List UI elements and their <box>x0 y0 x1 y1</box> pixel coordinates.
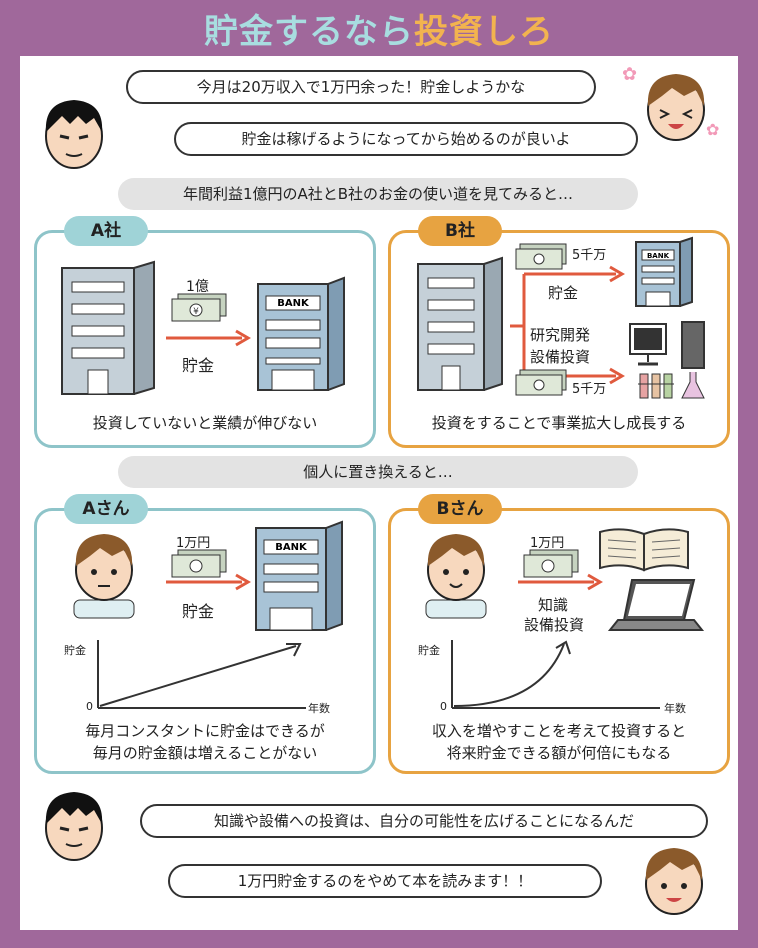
label-saving-b: 貯金 <box>548 284 579 302</box>
person-a-tab: Aさん <box>64 494 148 524</box>
linear-growth-graph <box>97 640 306 709</box>
label-equipment-investment: 設備投資 <box>524 616 585 634</box>
company-a-tab: A社 <box>64 216 148 246</box>
arrow-label-saving: 貯金 <box>182 602 215 621</box>
speech-bubble-mentor: 知識や設備への投資は、自分の可能性を広げることになるんだ <box>140 804 708 838</box>
company-a-caption: 投資していないと業績が伸びない <box>92 414 318 432</box>
man-face-icon <box>45 792 103 861</box>
arrow-label-saving: 貯金 <box>182 356 215 375</box>
money-amount-person-a: 1万円 <box>176 536 211 551</box>
exponential-growth-graph <box>451 640 660 709</box>
arrow-icon <box>166 329 251 347</box>
label-knowledge: 知識 <box>538 596 569 614</box>
section-header-companies: 年間利益1億円のA社とB社のお金の使い道を見てみると… <box>118 178 638 210</box>
person-b-tab: Bさん <box>418 494 502 524</box>
bank-sign: BANK <box>646 252 670 260</box>
boy-face-icon <box>425 534 487 619</box>
person-a-caption-2: 毎月の貯金額は増えることがない <box>92 744 318 762</box>
office-building-icon <box>417 256 503 391</box>
title-part-saving: 貯金するなら <box>204 12 414 52</box>
money-amount-a: 1億 <box>186 279 209 295</box>
arrow-icon <box>518 573 603 591</box>
man-face-icon <box>45 100 103 169</box>
bank-sign: BANK <box>277 298 309 309</box>
bank-building-icon <box>255 520 343 631</box>
graph-x-label: 年数 <box>308 702 330 715</box>
bank-building-icon <box>635 236 693 307</box>
money-amount-person-b: 1万円 <box>530 536 565 551</box>
label-rnd: 研究開発 <box>530 326 591 344</box>
company-b-tab: B社 <box>418 216 502 246</box>
boy-face-icon <box>645 848 703 915</box>
title-part-invest: 投資しろ <box>414 12 554 52</box>
banknote-icon <box>515 369 567 396</box>
banknote-icon <box>515 243 567 270</box>
speech-bubble-young-man: 今月は20万収入で1万円余った！貯金しようかな <box>126 70 596 104</box>
speech-bubble-young-man: 1万円貯金するのをやめて本を読みます！！ <box>168 864 602 898</box>
page-title: 貯金するなら投資しろ <box>0 4 758 53</box>
svg-text:¥: ¥ <box>193 307 199 317</box>
section-header-individuals: 個人に置き換えると… <box>118 456 638 488</box>
company-b-caption: 投資をすることで事業拡大し成長する <box>431 414 687 432</box>
banknote-icon: ¥ <box>171 293 227 322</box>
boy-face-icon <box>73 534 135 619</box>
graph-origin: 0 <box>440 700 447 713</box>
banknote-icon <box>523 549 579 578</box>
money-amount-b-bottom: 5千万 <box>572 382 607 397</box>
open-book-icon <box>599 528 689 572</box>
branch-arrow-icon <box>510 265 625 385</box>
arrow-icon <box>166 573 251 591</box>
bank-building-icon <box>257 276 345 391</box>
graph-x-label: 年数 <box>664 702 686 715</box>
happy-boy-face-icon <box>647 74 705 141</box>
sparkle-icon: ✿ <box>706 120 720 139</box>
flask-icon <box>638 372 705 399</box>
graph-y-label: 貯金 <box>64 644 86 657</box>
computer-icon <box>629 321 705 369</box>
office-building-icon <box>61 260 155 395</box>
bank-sign: BANK <box>275 542 307 553</box>
laptop-icon <box>607 579 705 631</box>
person-b-caption-1: 収入を増やすことを考えて投資すると <box>431 722 687 740</box>
person-b-caption-2: 将来貯金できる額が何倍にもなる <box>446 744 672 762</box>
graph-origin: 0 <box>86 700 93 713</box>
graph-y-label: 貯金 <box>418 644 440 657</box>
speech-bubble-mentor: 貯金は稼げるようになってから始めるのが良いよ <box>174 122 638 156</box>
person-a-caption-1: 毎月コンスタントに貯金はできるが <box>85 722 325 740</box>
sparkle-icon: ✿ <box>622 64 638 85</box>
money-amount-b-top: 5千万 <box>572 248 607 263</box>
banknote-icon <box>171 549 227 578</box>
label-equipment: 設備投資 <box>530 348 591 366</box>
